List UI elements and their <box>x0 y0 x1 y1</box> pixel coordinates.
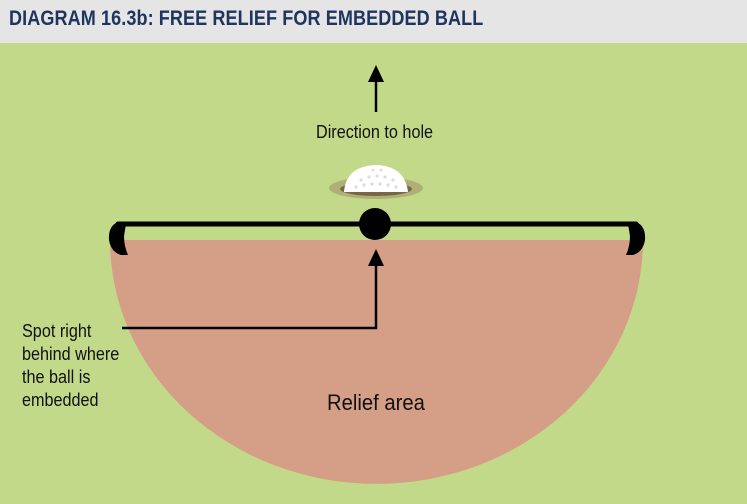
spot-label-line: embedded <box>22 390 99 410</box>
spot-label-line: the ball is <box>22 367 91 387</box>
spot-label-line: behind where <box>22 344 120 364</box>
relief-diagram <box>108 65 646 484</box>
spot-leader-line <box>122 249 384 330</box>
spot-label: Spot right behind where the ball is embe… <box>22 320 119 412</box>
left-end-cap <box>108 222 128 255</box>
right-end-cap <box>626 222 646 255</box>
relief-area-shape <box>110 240 643 484</box>
golf-ball-icon <box>329 165 423 199</box>
relief-area-label: Relief area <box>327 390 425 415</box>
spot-label-line: Spot right <box>22 321 92 341</box>
reference-spot-icon <box>359 208 391 240</box>
direction-to-hole-label: Direction to hole <box>316 122 434 142</box>
title-bar: DIAGRAM 16.3b: FREE RELIEF FOR EMBEDDED … <box>0 0 747 43</box>
diagram-title: DIAGRAM 16.3b: FREE RELIEF FOR EMBEDDED … <box>9 7 484 30</box>
up-arrow-icon <box>368 65 384 112</box>
